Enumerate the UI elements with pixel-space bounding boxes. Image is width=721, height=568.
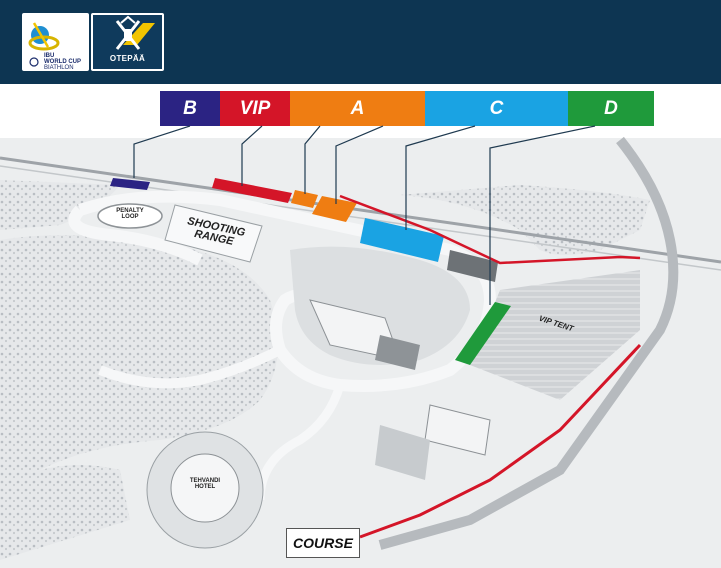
otepaa-emblem-icon: [115, 15, 155, 50]
otepaa-text: OTEPÄÄ: [109, 54, 146, 63]
zone-a-area-1: [291, 190, 318, 208]
zone-a-area-2: [312, 196, 357, 222]
railway: [0, 156, 721, 264]
forest-west: [0, 235, 278, 480]
ski-track-2: [98, 345, 283, 389]
forest-north: [0, 180, 120, 230]
forest-northeast: [400, 185, 650, 255]
zone-c-label: C: [425, 91, 568, 126]
timing-building: [447, 250, 498, 282]
forest-southwest: [0, 465, 130, 560]
zone-vip-label: VIP: [220, 91, 290, 126]
tennis-court: [375, 425, 430, 480]
zone-d-area: [455, 302, 511, 365]
leader-lines: [133, 125, 596, 305]
zone-b-label: B: [160, 91, 220, 126]
world-cup-text-3: BIATHLON: [44, 65, 74, 71]
stadium-building-2: [375, 335, 420, 370]
vip-area: [212, 178, 292, 203]
shooting-range: [164, 204, 263, 263]
hotel-building: [170, 453, 240, 523]
hotel-label: TEHVANDI HOTEL: [189, 478, 221, 490]
zone-b-area: [110, 178, 150, 190]
ski-track: [68, 190, 497, 392]
world-cup-text-1: IBU: [44, 53, 55, 59]
service-building: [424, 404, 491, 456]
ski-track-3: [255, 383, 345, 501]
header-bar: IBU WORLD CUP BIATHLON OTEPÄÄ: [0, 0, 721, 84]
world-cup-logo: IBU WORLD CUP BIATHLON: [22, 13, 89, 71]
main-road: [378, 136, 679, 550]
parking-lot: [470, 270, 640, 400]
penalty-loop-label: PENALTY LOOP: [116, 208, 144, 220]
course-label: COURSE: [286, 528, 360, 558]
biathlon-emblem-icon: [28, 22, 60, 67]
penalty-loop: [97, 203, 163, 229]
zone-d-label: D: [568, 91, 654, 126]
vip-route: [339, 194, 641, 265]
zone-a-label: A: [290, 91, 425, 126]
zone-c-area: [360, 218, 444, 262]
world-cup-text-2: WORLD CUP: [44, 59, 81, 65]
otepaa-logo: OTEPÄÄ: [91, 13, 164, 71]
course-route: [359, 343, 642, 539]
